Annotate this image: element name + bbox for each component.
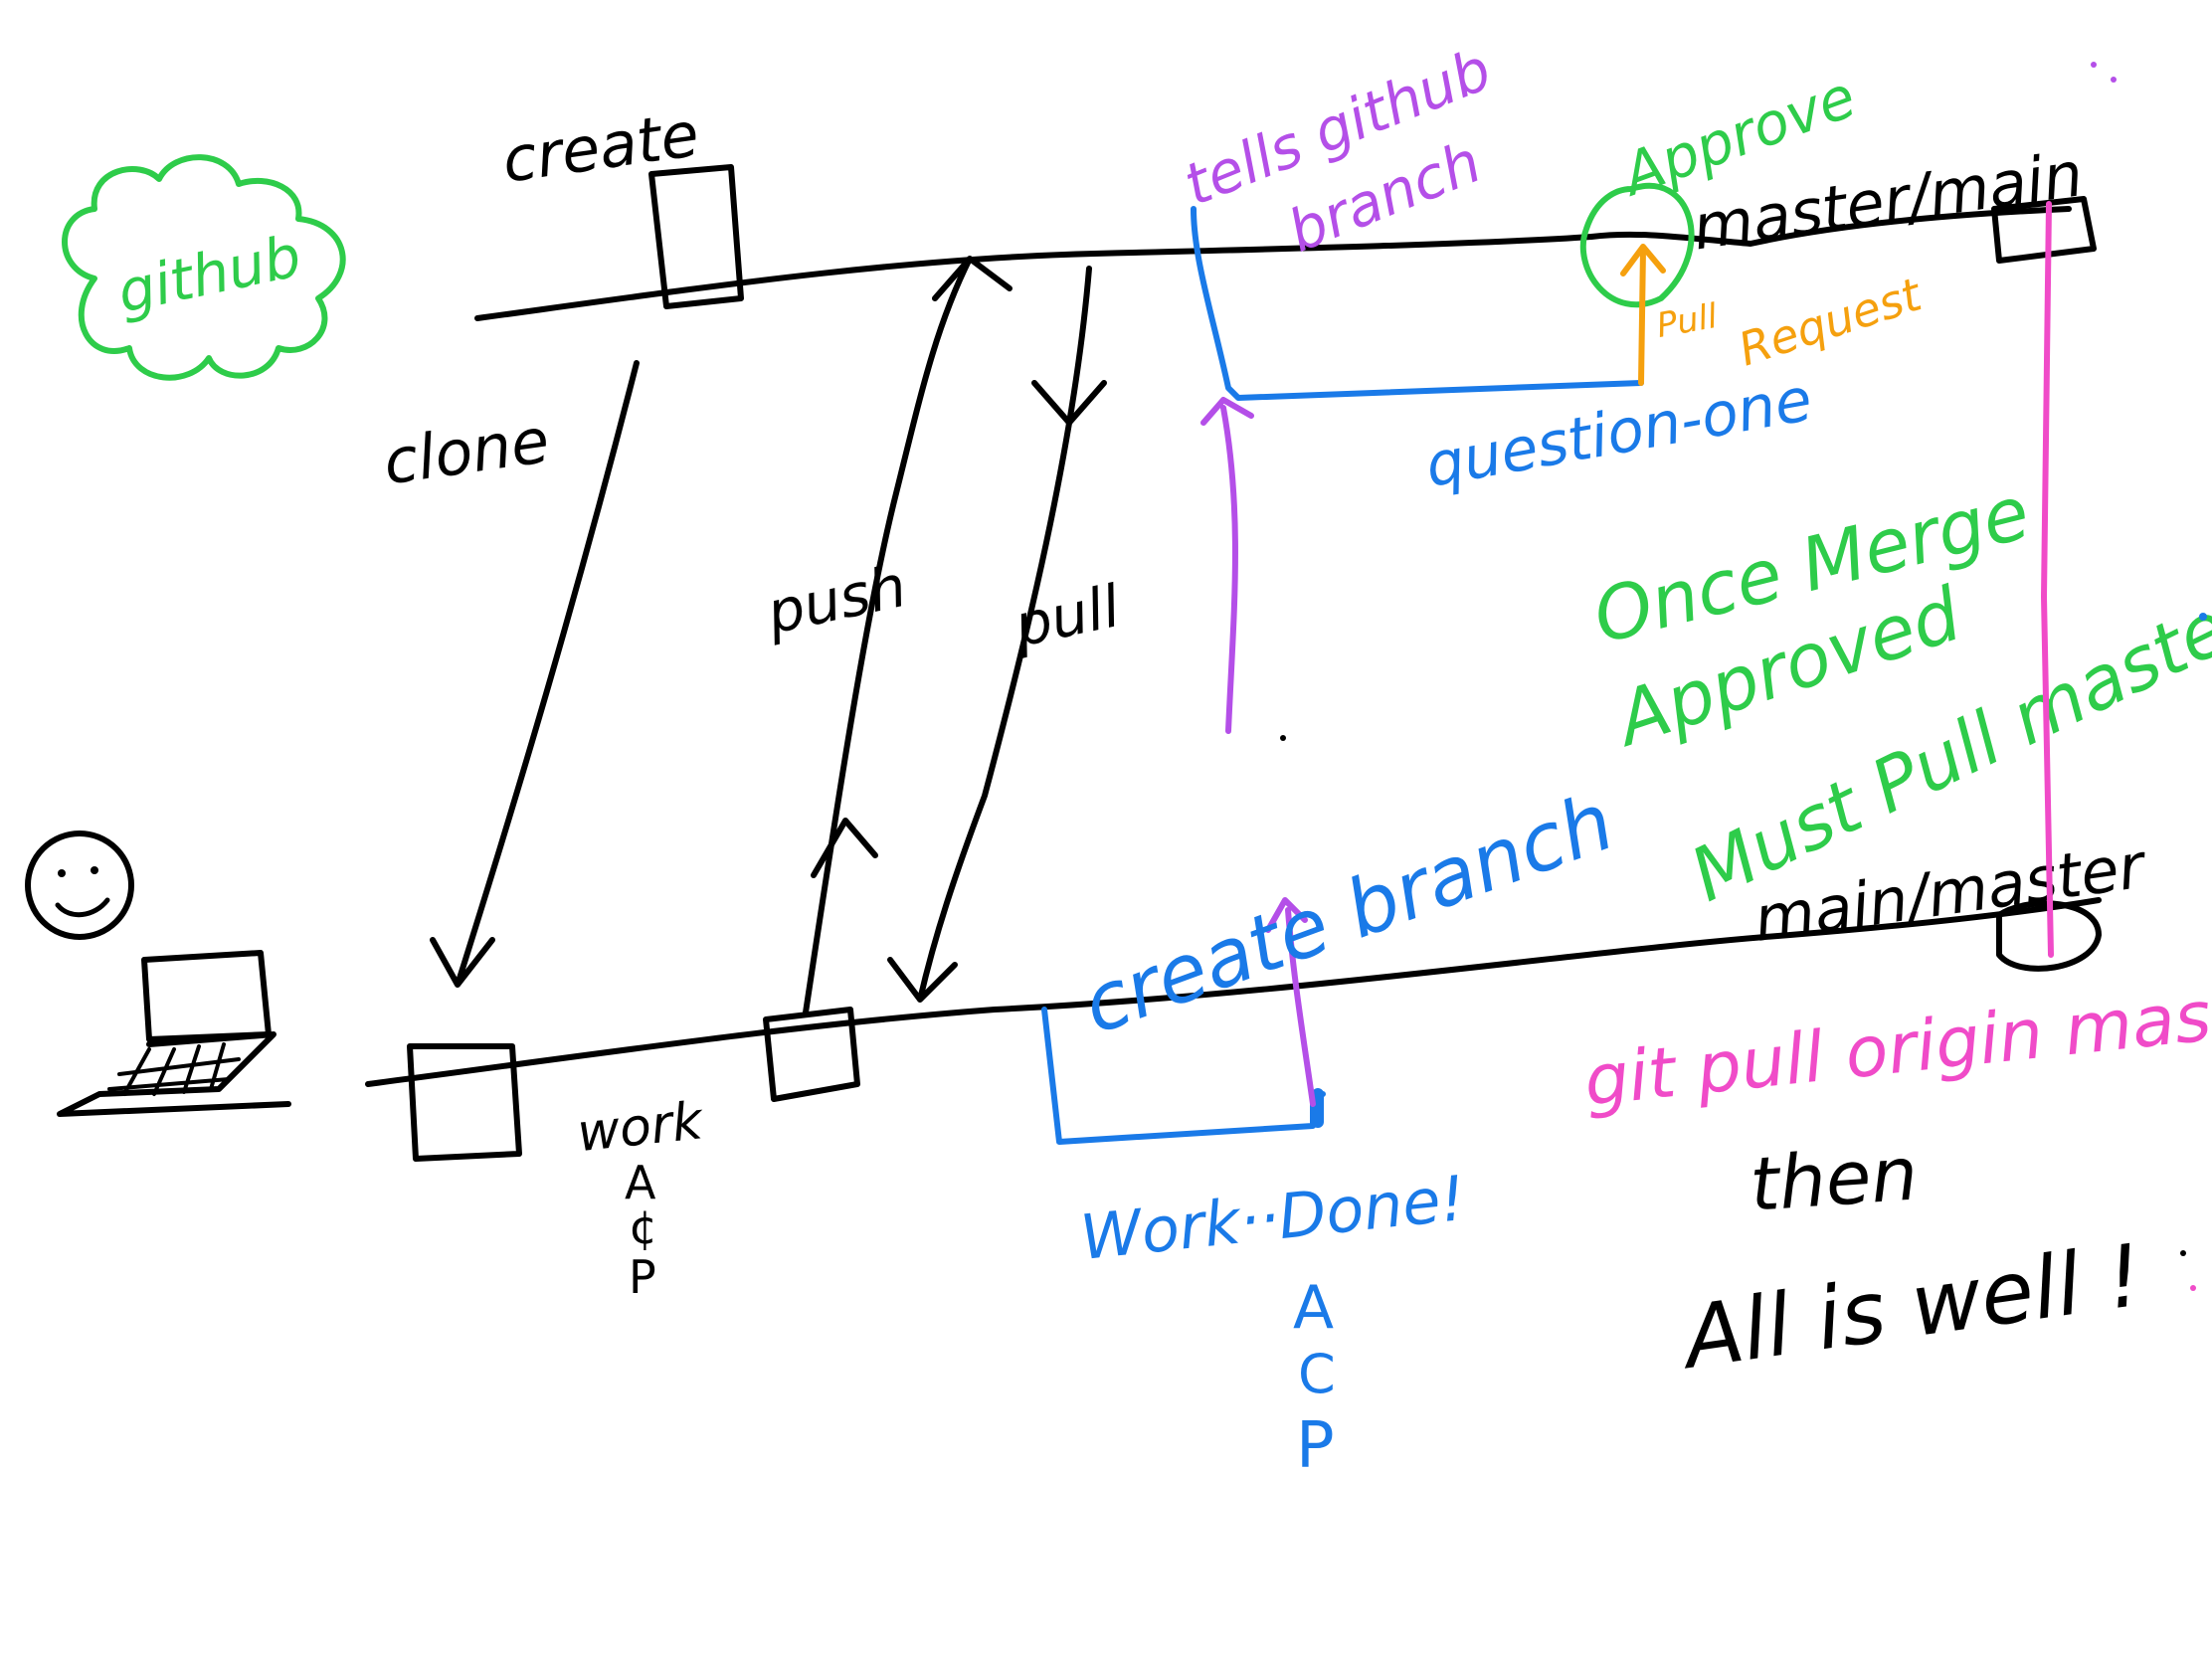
stray-dots [1280, 62, 2207, 1291]
work-label: work [575, 1091, 707, 1164]
pull-request-arrow [1620, 244, 1666, 386]
create-branch-label: create branch [1071, 775, 1625, 1052]
smiley-face-icon [25, 830, 134, 940]
create-label: create [498, 97, 703, 197]
laptop-icon [57, 950, 291, 1117]
acp-black-c: ¢ [629, 1200, 657, 1254]
pull-label: pull [1008, 572, 1126, 660]
github-label: github [111, 222, 306, 326]
work-done-label: Work··Done! [1077, 1162, 1469, 1274]
local-main-line [365, 897, 2102, 1087]
push-arrow [803, 256, 1013, 1015]
push-arrow-mid-head [811, 818, 878, 878]
git-pull-line [2041, 201, 2054, 958]
approve-circle [1579, 183, 1695, 308]
tells-github-arrow [1200, 397, 1254, 734]
clone-box [407, 1043, 522, 1162]
work-box [763, 1007, 860, 1102]
local-end-box [1996, 900, 2102, 972]
pull-arrow [887, 266, 1092, 1003]
github-cloud: github [62, 154, 346, 381]
all-is-well-label: All is well ! [1673, 1226, 2147, 1389]
acp-blue-c: C [1298, 1343, 1336, 1405]
pull-request-request: Request [1732, 267, 1929, 376]
remote-end-box [1991, 196, 2097, 264]
then-label: then [1748, 1131, 1921, 1228]
acp-blue-a: A [1293, 1273, 1334, 1343]
acp-black-p: P [629, 1250, 656, 1304]
git-pull-origin-master-label: git pull origin master [1580, 965, 2212, 1122]
acp-blue-p: P [1296, 1409, 1335, 1483]
clone-arrow [430, 360, 640, 988]
push-label: push [760, 552, 912, 647]
remote-master-line [474, 206, 2072, 321]
create-branch-arrow [1265, 897, 1316, 1107]
create-box [648, 164, 744, 309]
acp-black-a: A [625, 1156, 656, 1209]
developer [25, 830, 291, 1117]
cloud-icon [62, 154, 346, 381]
pull-arrow-mid-head [1031, 380, 1107, 426]
remote-branch-line [1191, 206, 1644, 401]
pull-request-pull: Pull [1654, 296, 1722, 346]
clone-label: clone [379, 404, 553, 498]
branch-rect [1041, 1007, 1326, 1145]
